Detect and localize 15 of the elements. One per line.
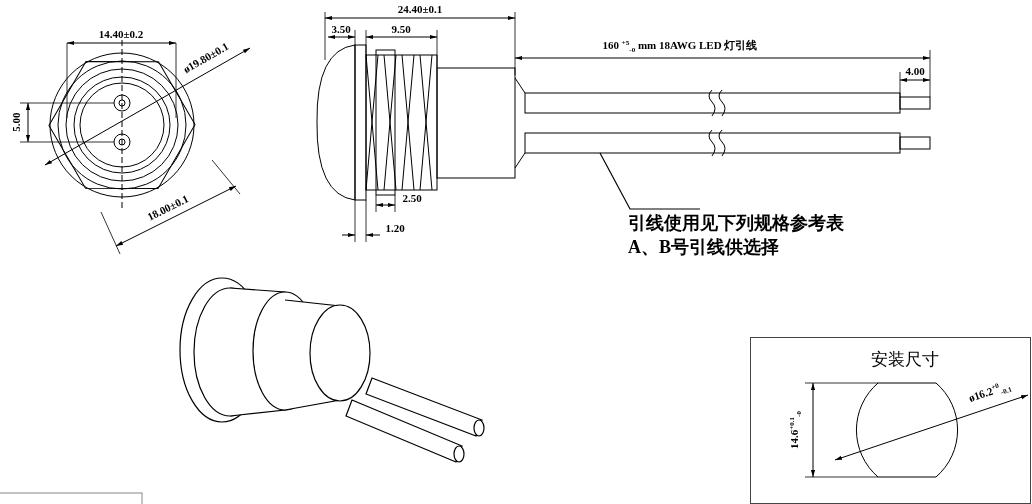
dimension-label: 2.50: [402, 192, 422, 204]
dimension-label: 1.20: [385, 222, 405, 234]
panel-title: 安装尺寸: [871, 349, 939, 371]
note-text: 引线使用见下列规格参考表: [628, 212, 844, 235]
note-text: A、B号引线供选择: [628, 236, 780, 259]
dimension-label: 24.40±0.1: [397, 3, 443, 15]
dimension-label: 9.50: [391, 23, 411, 35]
dimension-label: 4.00: [905, 65, 925, 77]
dimension-label: 5.00: [10, 112, 22, 132]
mounting-panel: [750, 337, 1031, 504]
leader-line: [599, 152, 701, 210]
lead-wire: [524, 132, 901, 154]
dimension-label: 160 $^{+5}$$_{-0}$ mm 18AWG LED 灯引线: [602, 39, 758, 55]
dimension-label: 3.50: [331, 23, 351, 35]
dimension-label: 14.40±0.2: [98, 28, 144, 40]
